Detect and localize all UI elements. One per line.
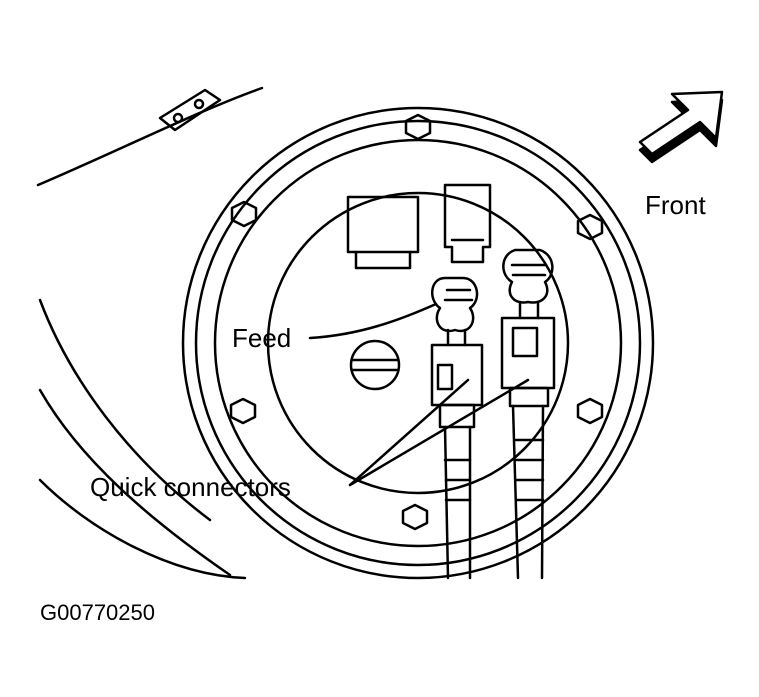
quick-connectors-label: Quick connectors bbox=[90, 472, 291, 502]
feed-fitting bbox=[430, 276, 484, 580]
front-label: Front bbox=[645, 190, 706, 220]
figure-code: G00770250 bbox=[40, 600, 155, 625]
connector-leader-line-1 bbox=[348, 378, 470, 487]
return-fitting bbox=[500, 248, 556, 580]
tank-contour-3 bbox=[38, 478, 247, 580]
tank-top-edge bbox=[36, 86, 264, 187]
mounting-bracket bbox=[158, 88, 222, 132]
electrical-terminals bbox=[346, 183, 492, 270]
connector-leader-line-2 bbox=[348, 378, 530, 487]
feed-leader-line bbox=[308, 302, 438, 340]
arrow-up-right-icon bbox=[638, 90, 724, 164]
flange-bolts bbox=[229, 113, 604, 531]
tank-contour-2 bbox=[38, 388, 232, 577]
tank-contour-1 bbox=[38, 298, 212, 522]
center-cap bbox=[349, 339, 401, 391]
feed-label: Feed bbox=[232, 323, 292, 353]
